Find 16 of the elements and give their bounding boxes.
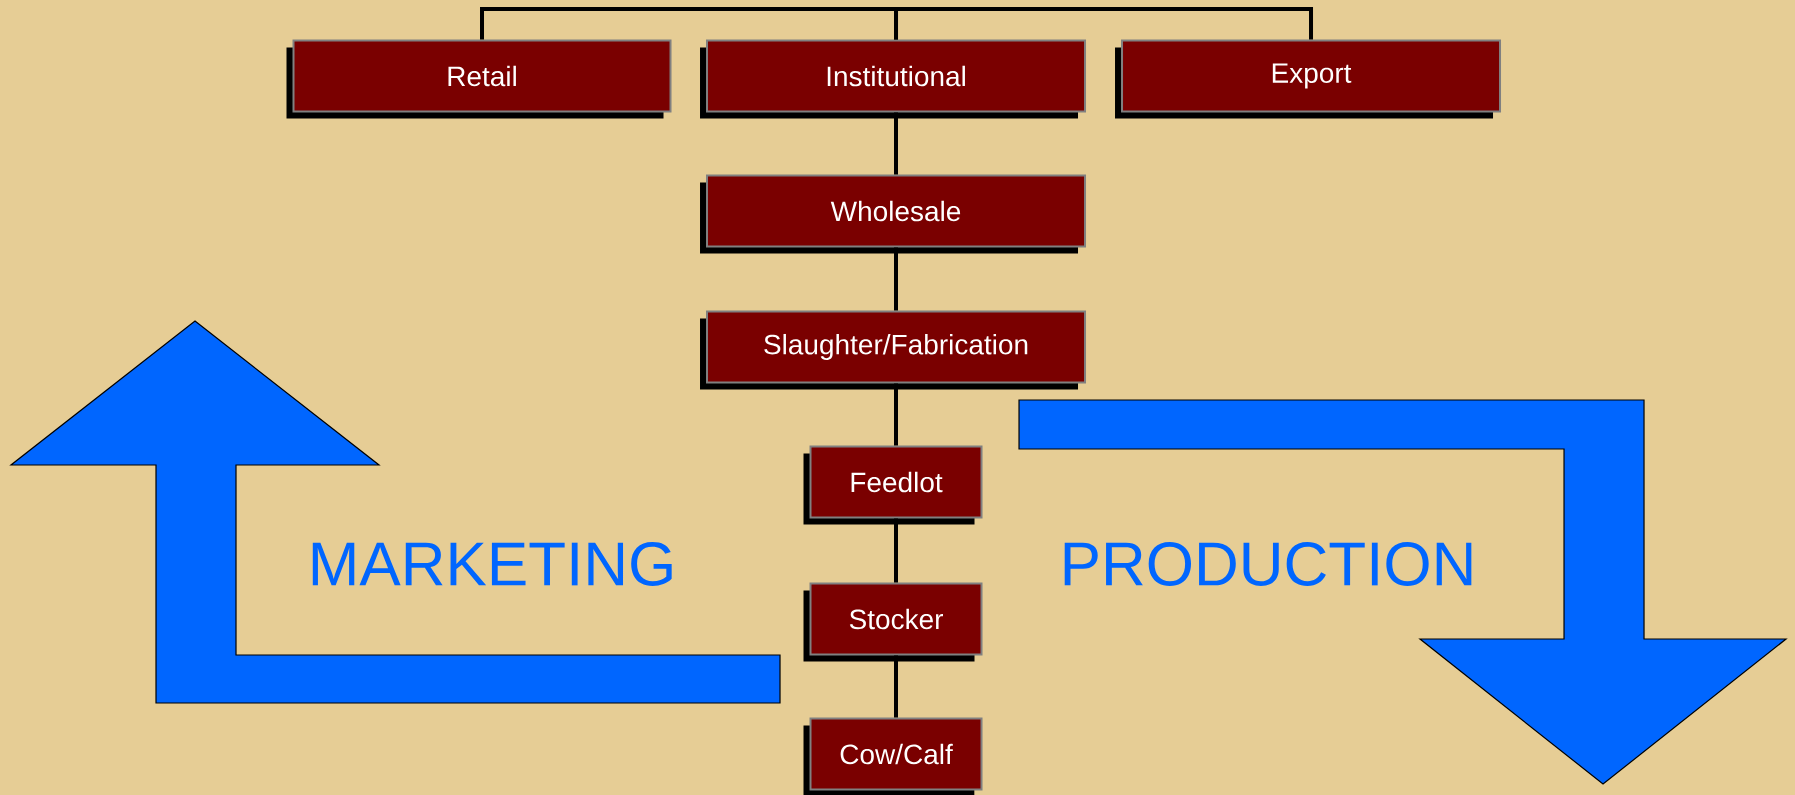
process-box: Stocker — [803, 582, 983, 662]
process-box: Feedlot — [803, 445, 983, 525]
process-box: Cow/Calf — [803, 717, 983, 795]
process-box: Retail — [286, 39, 672, 119]
process-box: Institutional — [700, 39, 1086, 119]
connector-line — [894, 112, 898, 175]
connector-line — [894, 7, 1313, 40]
process-box: Wholesale — [700, 174, 1086, 254]
arrow-label: PRODUCTION — [1064, 542, 1472, 586]
arrow-label: MARKETING — [312, 542, 672, 586]
process-box: Slaughter/Fabrication — [700, 310, 1086, 390]
process-box: Export — [1115, 39, 1501, 119]
connector-line — [894, 383, 898, 446]
connector-line — [894, 518, 898, 583]
connector-line — [894, 247, 898, 311]
connector-line — [894, 655, 898, 718]
